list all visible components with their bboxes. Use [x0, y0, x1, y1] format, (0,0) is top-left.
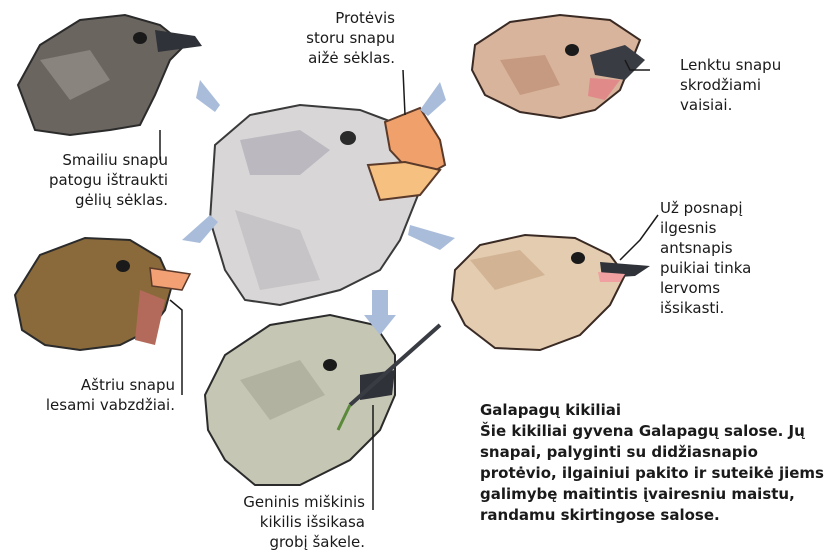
- ancestor-finch-head: [210, 105, 445, 305]
- mid-right-label-line: Už posnapį: [660, 198, 800, 218]
- bottom-label: Geninis miškinis kikilis išsikasa grobį …: [200, 492, 365, 552]
- top-right-label-line: skrodžiami: [680, 75, 820, 95]
- top-left-label-line: patogu ištraukti: [25, 170, 168, 190]
- arrow-top-left: [196, 80, 220, 112]
- mid-right-label-line: antsnapis: [660, 238, 800, 258]
- bottom-label-line: Geninis miškinis: [200, 492, 365, 512]
- arrow-top-right: [420, 82, 446, 116]
- mid-right-finch-head: [452, 235, 650, 350]
- bottom-label-line: kikilis išsikasa: [200, 512, 365, 532]
- caption-title: Galapagų kikiliai: [480, 400, 830, 421]
- top-right-label-line: Lenktu snapu: [680, 55, 820, 75]
- mid-right-label: Už posnapį ilgesnis antsnapis puikiai ti…: [660, 198, 800, 318]
- mid-left-label: Aštriu snapu lesami vabzdžiai.: [15, 375, 175, 415]
- bottom-finch-head: [205, 315, 440, 485]
- ancestor-label: Protėvis storu snapu aižė sėklas.: [275, 8, 395, 68]
- ancestor-label-line: storu snapu: [275, 28, 395, 48]
- caption: Galapagų kikiliai Šie kikiliai gyvena Ga…: [480, 400, 830, 526]
- top-left-label-line: gėlių sėklas.: [25, 190, 168, 210]
- mid-right-label-line: lervoms: [660, 278, 800, 298]
- mid-left-label-line: Aštriu snapu: [15, 375, 175, 395]
- mid-left-label-line: lesami vabzdžiai.: [15, 395, 175, 415]
- bottom-label-line: grobį šakele.: [200, 532, 365, 552]
- mid-right-label-line: ilgesnis: [660, 218, 800, 238]
- top-right-label-line: vaisiai.: [680, 95, 820, 115]
- arrow-mid-right: [408, 225, 455, 250]
- top-left-finch-head: [18, 15, 202, 135]
- top-left-label-line: Smailiu snapu: [25, 150, 168, 170]
- top-left-label: Smailiu snapu patogu ištraukti gėlių sėk…: [25, 150, 168, 210]
- top-right-label: Lenktu snapu skrodžiami vaisiai.: [680, 55, 820, 115]
- top-right-finch-head: [472, 15, 645, 118]
- ancestor-label-line: aižė sėklas.: [275, 48, 395, 68]
- mid-right-label-line: išsikasti.: [660, 298, 800, 318]
- mid-right-label-line: puikiai tinka: [660, 258, 800, 278]
- caption-body: Šie kikiliai gyvena Galapagų salose. Jų …: [480, 422, 824, 524]
- ancestor-label-line: Protėvis: [275, 8, 395, 28]
- mid-left-finch-head: [15, 238, 190, 350]
